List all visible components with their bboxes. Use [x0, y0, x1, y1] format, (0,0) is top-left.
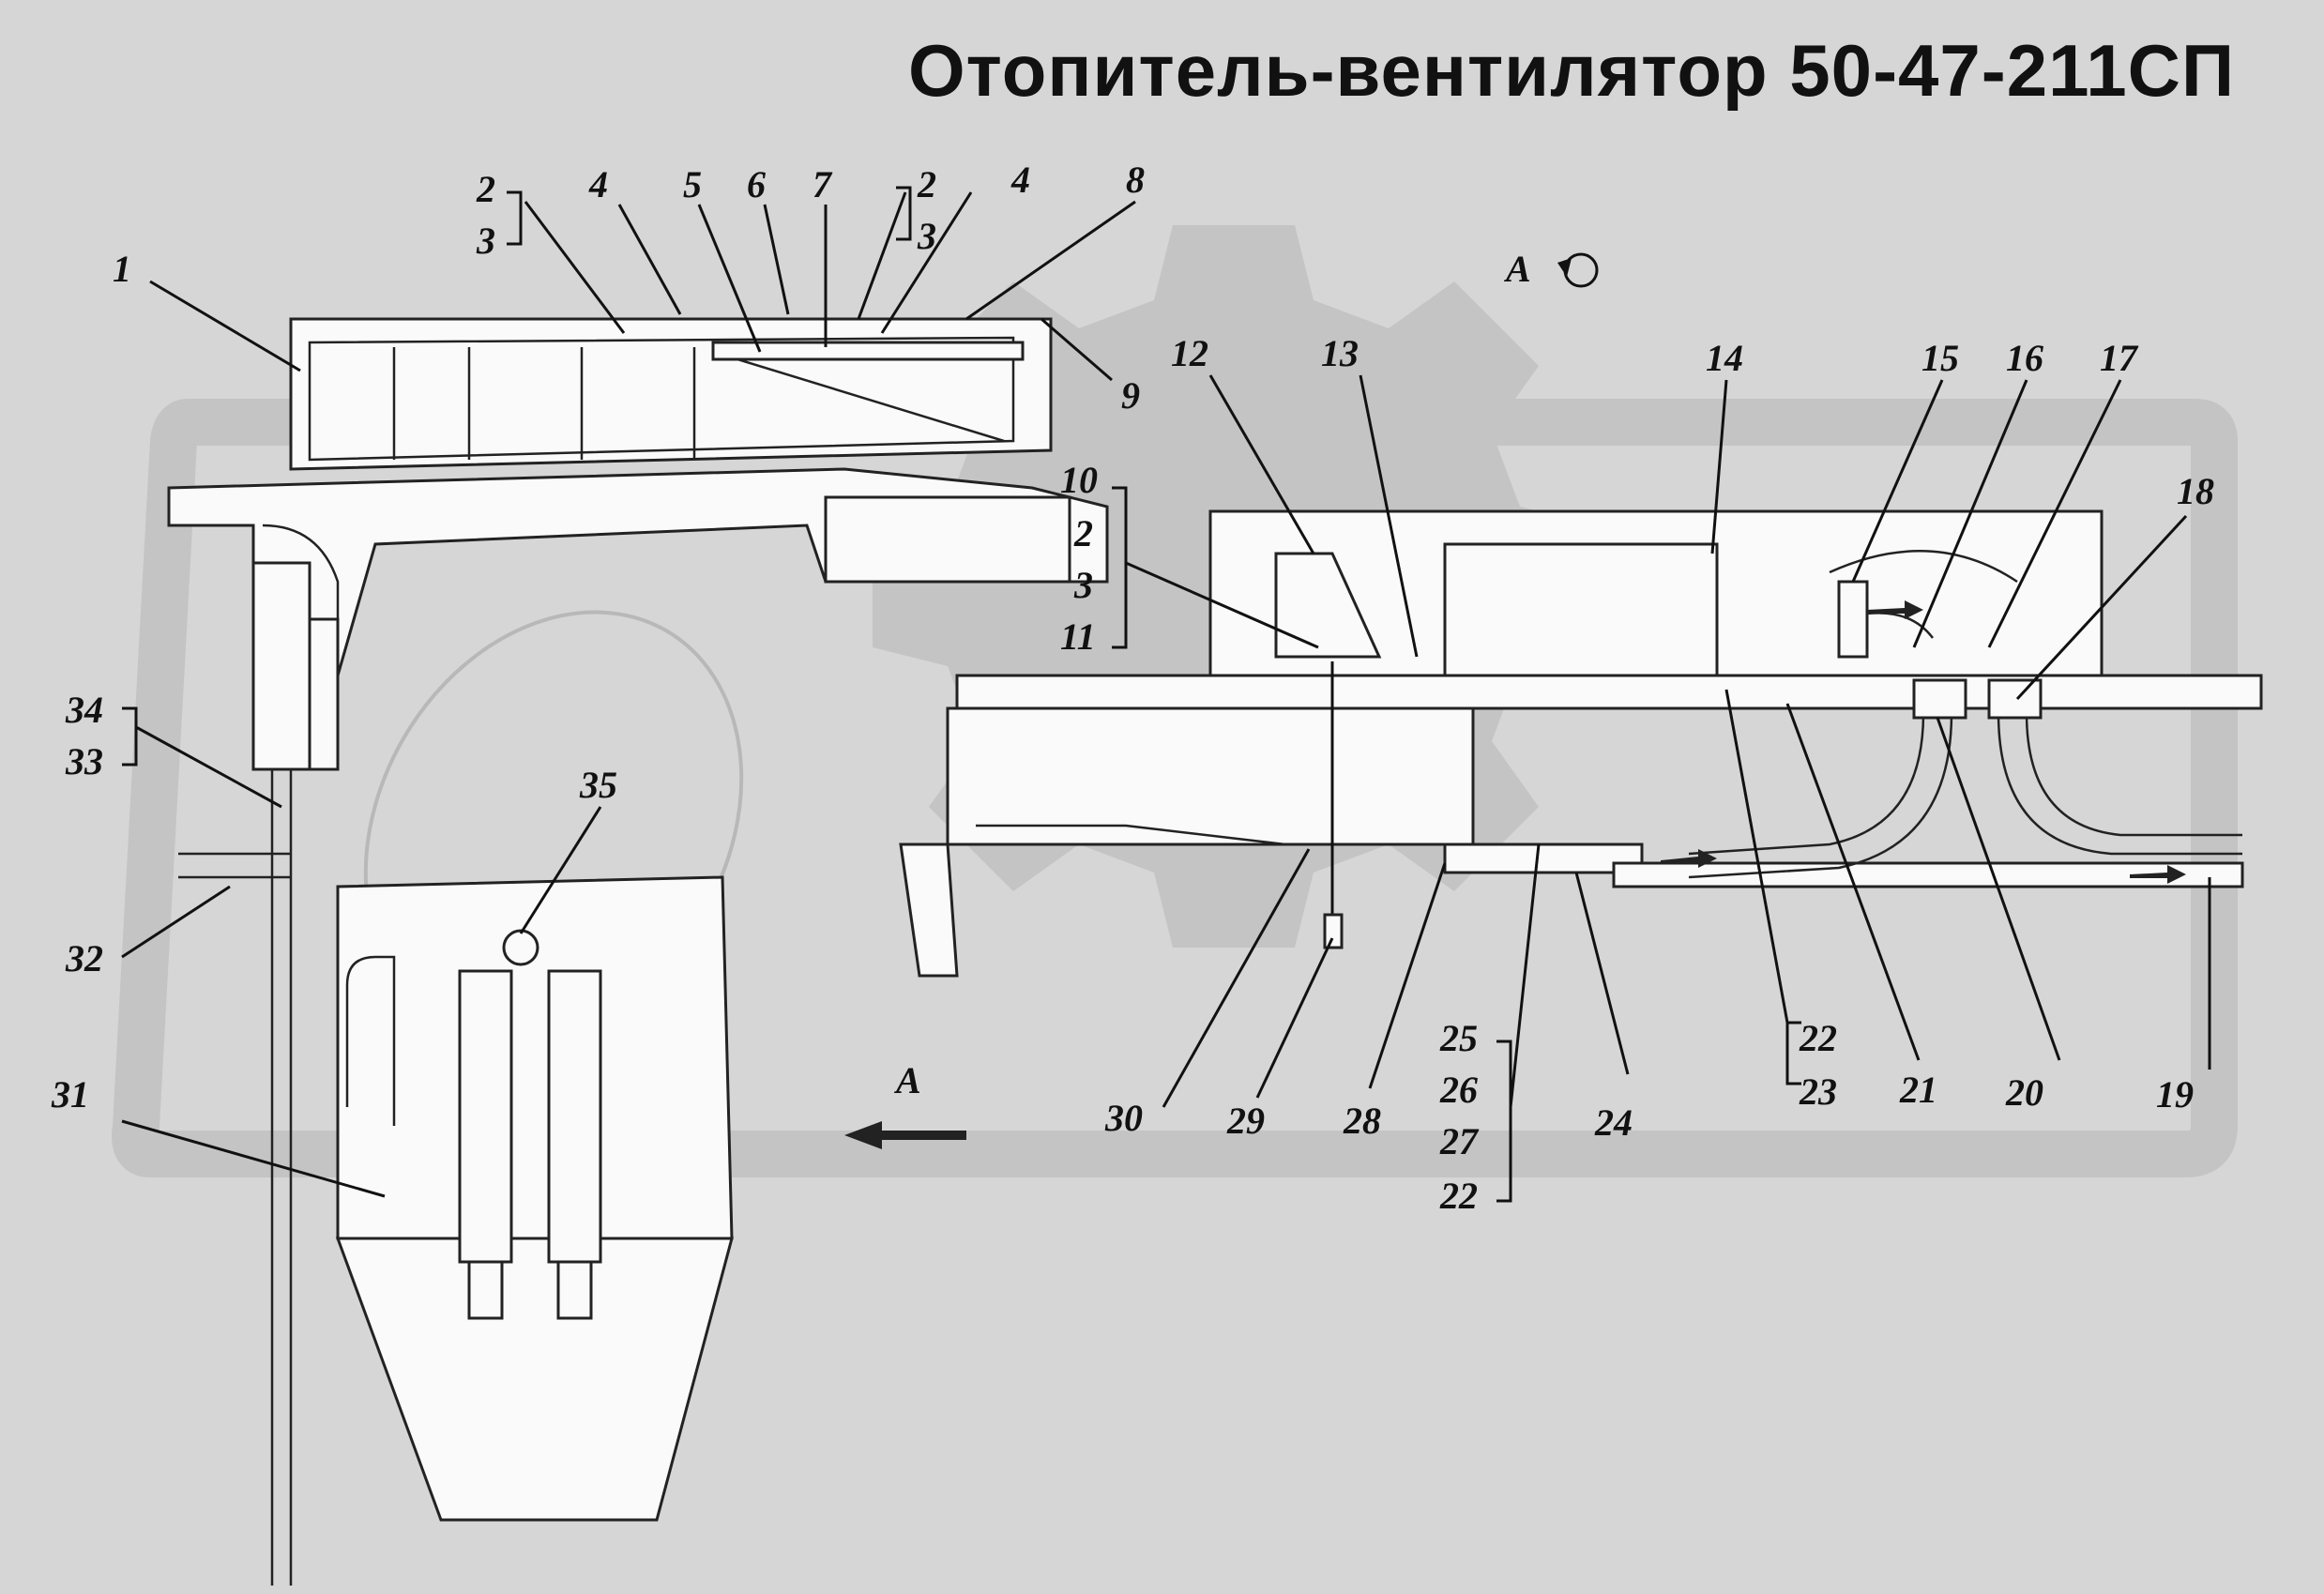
callout-15: 15: [1921, 337, 1959, 379]
leader-lines: [121, 186, 2211, 1203]
callout-30: 30: [1104, 1097, 1143, 1139]
callout-9: 9: [1121, 374, 1140, 417]
callout-4b: 4: [1010, 159, 1030, 201]
callout-31: 31: [51, 1073, 89, 1116]
callout-11: 11: [1060, 615, 1096, 658]
page-title: Отопитель-вентилятор 50-47-211СП: [907, 29, 2235, 112]
callout-12: 12: [1171, 332, 1208, 374]
callout-13: 13: [1321, 332, 1359, 374]
callout-21: 21: [1899, 1069, 1937, 1111]
callout-7: 7: [813, 163, 833, 205]
callout-25: 25: [1439, 1017, 1478, 1059]
watermark-frame: [112, 399, 2238, 1177]
callout-3a: 3: [476, 220, 495, 262]
callout-22a: 22: [1799, 1017, 1837, 1059]
callout-2c: 2: [1073, 512, 1093, 554]
upper-heater-unit: [167, 317, 1109, 696]
callout-26: 26: [1439, 1069, 1478, 1111]
callout-2a: 2: [476, 168, 495, 210]
callout-20: 20: [2005, 1071, 2043, 1114]
callout-14: 14: [1706, 337, 1743, 379]
callout-23: 23: [1799, 1070, 1837, 1113]
callout-3b: 3: [917, 215, 936, 257]
callout-27: 27: [1439, 1120, 1480, 1162]
callout-4a: 4: [588, 163, 608, 205]
callout-8: 8: [1126, 159, 1145, 201]
callout-28: 28: [1343, 1100, 1381, 1142]
right-curved-pipes: [1688, 550, 2242, 879]
callout-18: 18: [2177, 470, 2214, 512]
callout-16: 16: [2006, 337, 2043, 379]
callout-6: 6: [747, 163, 766, 205]
callout-24: 24: [1594, 1101, 1633, 1144]
callout-3c: 3: [1073, 564, 1093, 606]
callout-10: 10: [1060, 459, 1098, 501]
callout-33: 33: [65, 740, 103, 782]
callout-17: 17: [2100, 337, 2139, 379]
callout-labels: 1 2 3 4 5 6 7 2 3 4 8 9 10 2 3 11 12 13 …: [51, 159, 2214, 1217]
view-label-top: А: [1503, 248, 1531, 290]
view-label-bottom: А: [893, 1059, 921, 1101]
left-vertical-assembly: [178, 561, 340, 1586]
lower-heater-box: [335, 875, 734, 1522]
view-marker-arrow: [1557, 258, 1572, 277]
callout-35: 35: [579, 764, 617, 806]
callout-34: 34: [65, 689, 103, 731]
callout-1: 1: [113, 248, 131, 290]
callout-32: 32: [65, 937, 103, 979]
callout-5: 5: [683, 163, 702, 205]
callout-19: 19: [2156, 1073, 2194, 1116]
flow-arrows: [844, 600, 2186, 1149]
callout-2b: 2: [917, 163, 936, 205]
callout-29: 29: [1226, 1100, 1265, 1142]
callout-22b: 22: [1439, 1175, 1478, 1217]
